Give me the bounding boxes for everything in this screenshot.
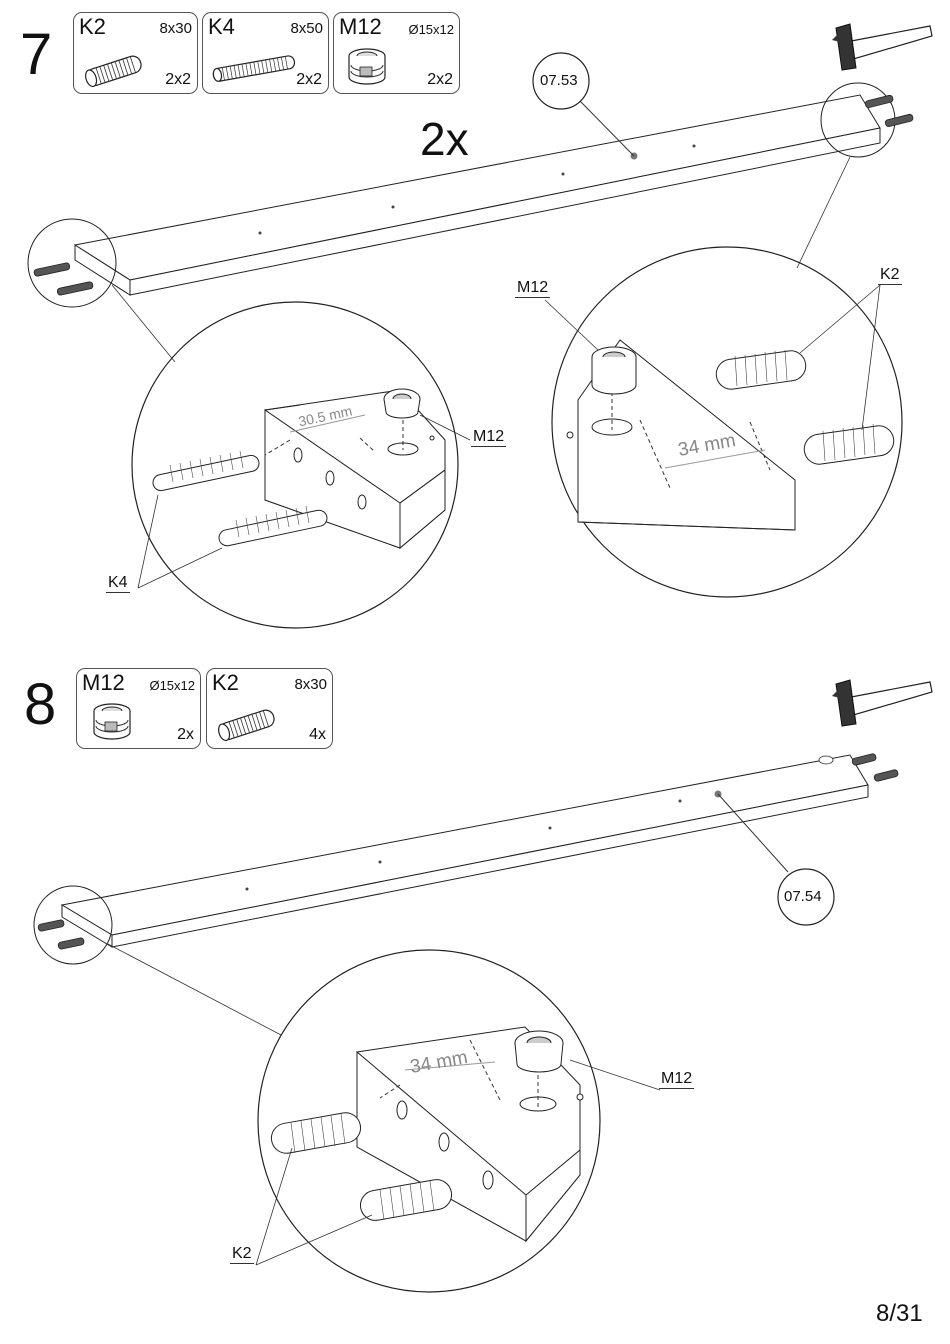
step-7-diagram (0, 0, 950, 650)
callout-m12-left: M12 (471, 428, 506, 446)
board-07-53 (75, 95, 880, 295)
callout-m12: M12 (659, 1070, 694, 1088)
part-tag-07-54: 07.54 (784, 888, 822, 905)
callout-k4: K4 (106, 574, 130, 592)
board-07-54 (62, 755, 868, 947)
page-number: 8/31 (876, 1300, 923, 1328)
callout-k2-right: K2 (878, 266, 902, 284)
callout-k2: K2 (230, 1245, 254, 1263)
cam-lock-8 (515, 1031, 563, 1072)
cam-lock-right (592, 347, 636, 394)
step-8-diagram (0, 662, 950, 1342)
callout-m12-right: M12 (515, 279, 550, 297)
cam-lock-left (384, 389, 420, 418)
part-tag-07-53: 07.53 (540, 72, 578, 89)
